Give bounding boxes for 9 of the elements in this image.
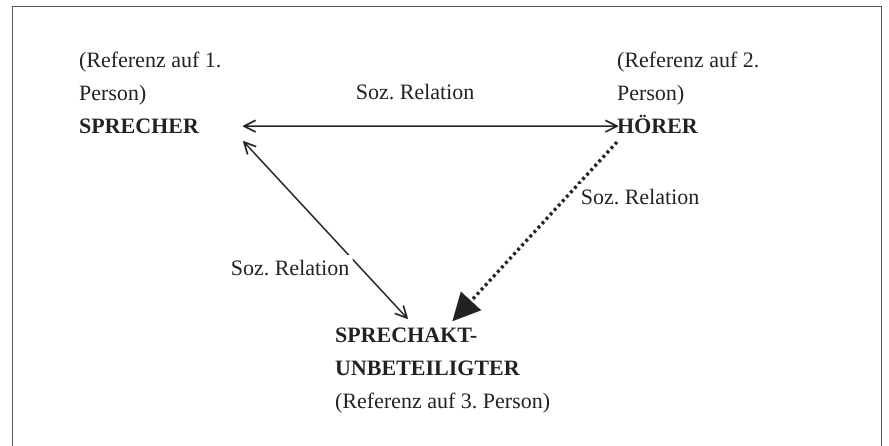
reference-note: (Referenz auf 1. Person)	[79, 46, 222, 107]
reference-note: (Referenz auf 3. Person)	[335, 387, 552, 415]
arrow	[243, 141, 408, 319]
entity-name: SPRECHER	[79, 112, 200, 140]
arrow	[243, 119, 618, 133]
arrow	[452, 140, 618, 322]
reference-note: (Referenz auf 2. Person)	[617, 46, 760, 107]
entity-name: SPRECHAKT-UNBETEILIGTER	[335, 321, 521, 382]
entity-name: HÖRER	[617, 112, 699, 140]
